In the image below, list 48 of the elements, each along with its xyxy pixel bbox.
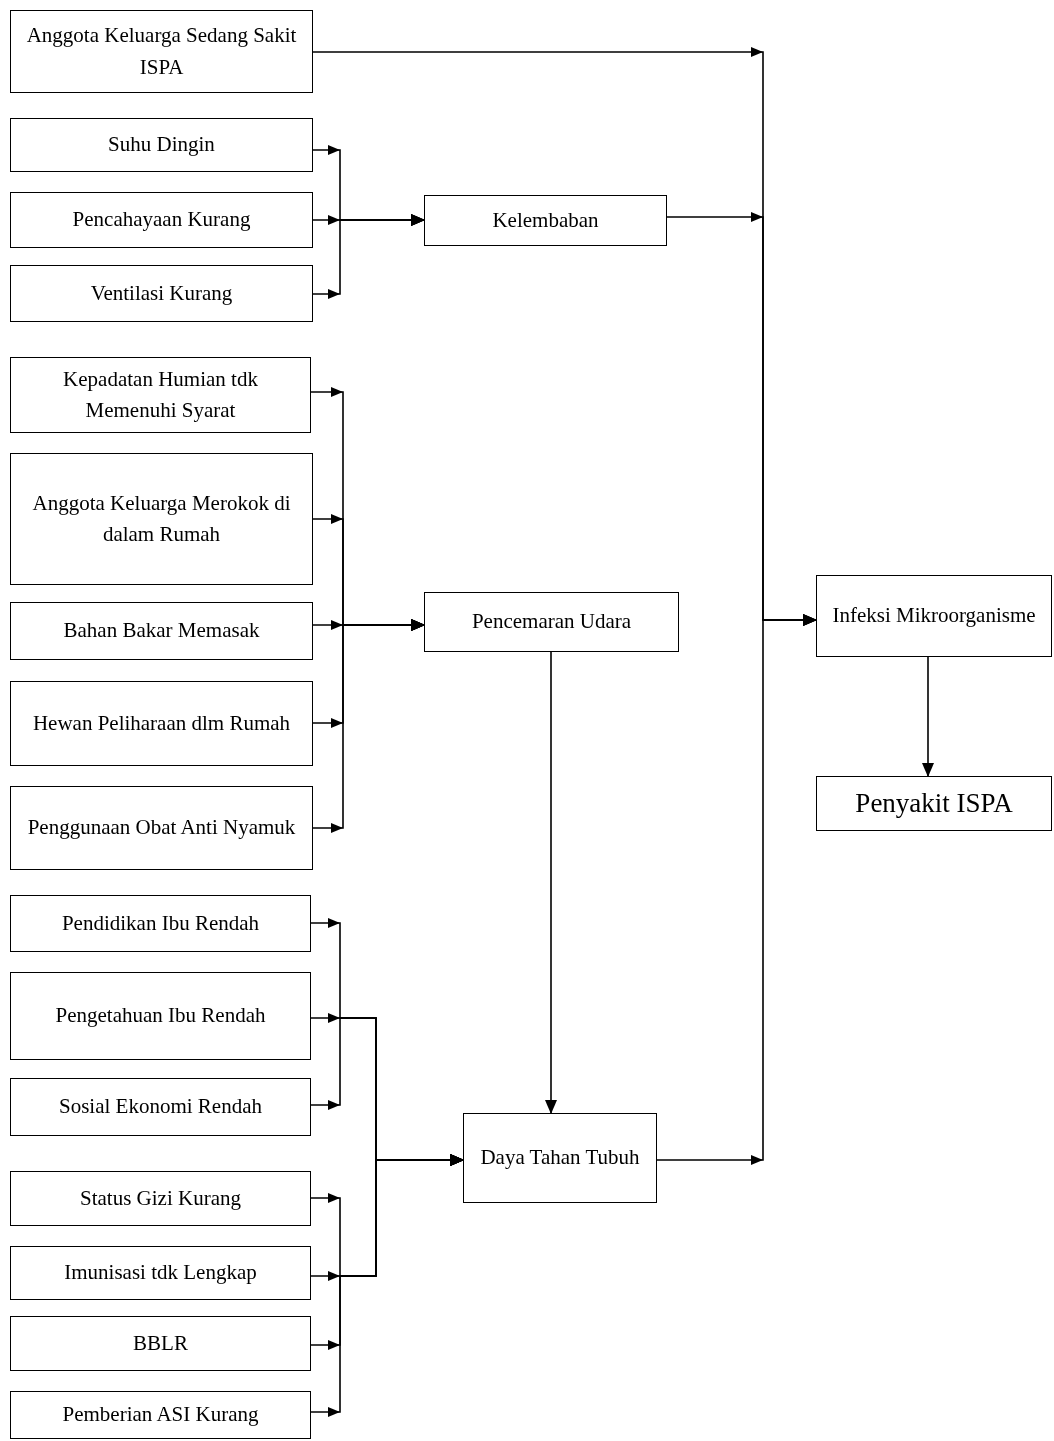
process-box (10, 265, 313, 322)
arrow (656, 614, 817, 1165)
process-box (816, 776, 1052, 831)
arrow (545, 651, 557, 1114)
box-label: Anggota Keluarga Sedang Sakit ISPA (25, 22, 298, 81)
process-box (10, 453, 313, 585)
box-label: Sosial Ekonomi Rendah (59, 1093, 262, 1121)
box-label: Suhu Dingin (108, 131, 215, 159)
box-label: Pendidikan Ibu Rendah (61, 909, 260, 937)
process-box (816, 575, 1052, 657)
process-box (10, 10, 313, 93)
box-label: Imunisasi tdk Lengkap (64, 1259, 257, 1287)
box-label: Pencahayaan Kurang (72, 206, 251, 234)
arrow (312, 619, 425, 833)
box-label: Penyakit ISPA (855, 787, 1013, 820)
box-label: Bahan Bakar Memasak (63, 617, 260, 645)
process-box (10, 1316, 311, 1371)
box-label: Kelembaban (492, 206, 599, 234)
process-box (10, 681, 313, 766)
box-label: Pencemaran Udara (471, 608, 632, 636)
process-box (10, 602, 313, 660)
arrow (922, 656, 934, 777)
process-box (10, 118, 313, 172)
box-label: Pemberian ASI Kurang (62, 1401, 259, 1429)
arrow (312, 214, 425, 299)
process-box (10, 1078, 311, 1136)
box-label: Daya Tahan Tubuh (480, 1144, 640, 1172)
box-label: Penggunaan Obat Anti Nyamuk (27, 814, 296, 842)
process-box (10, 786, 313, 870)
box-label: Pengetahuan Ibu Rendah (55, 1002, 266, 1030)
process-box (10, 357, 311, 433)
box-label: BBLR (133, 1329, 188, 1357)
process-box (10, 1391, 311, 1439)
box-label: Infeksi Mikroorganisme (832, 602, 1036, 630)
process-box (10, 972, 311, 1060)
process-box (10, 192, 313, 248)
process-box (10, 1246, 311, 1300)
box-label: Ventilasi Kurang (90, 279, 233, 307)
arrow (310, 1154, 464, 1417)
process-box (10, 1171, 311, 1226)
box-label: Hewan Peliharaan dlm Rumah (32, 709, 291, 737)
box-label: Kepadatan Humian tdk Memenuhi Syarat (62, 365, 259, 424)
process-box (463, 1113, 657, 1203)
box-label: Status Gizi Kurang (80, 1184, 241, 1212)
process-box (424, 592, 679, 652)
box-label: Anggota Keluarga Merokok di dalam Rumah (31, 489, 292, 548)
process-box (10, 895, 311, 952)
process-box (424, 195, 667, 246)
